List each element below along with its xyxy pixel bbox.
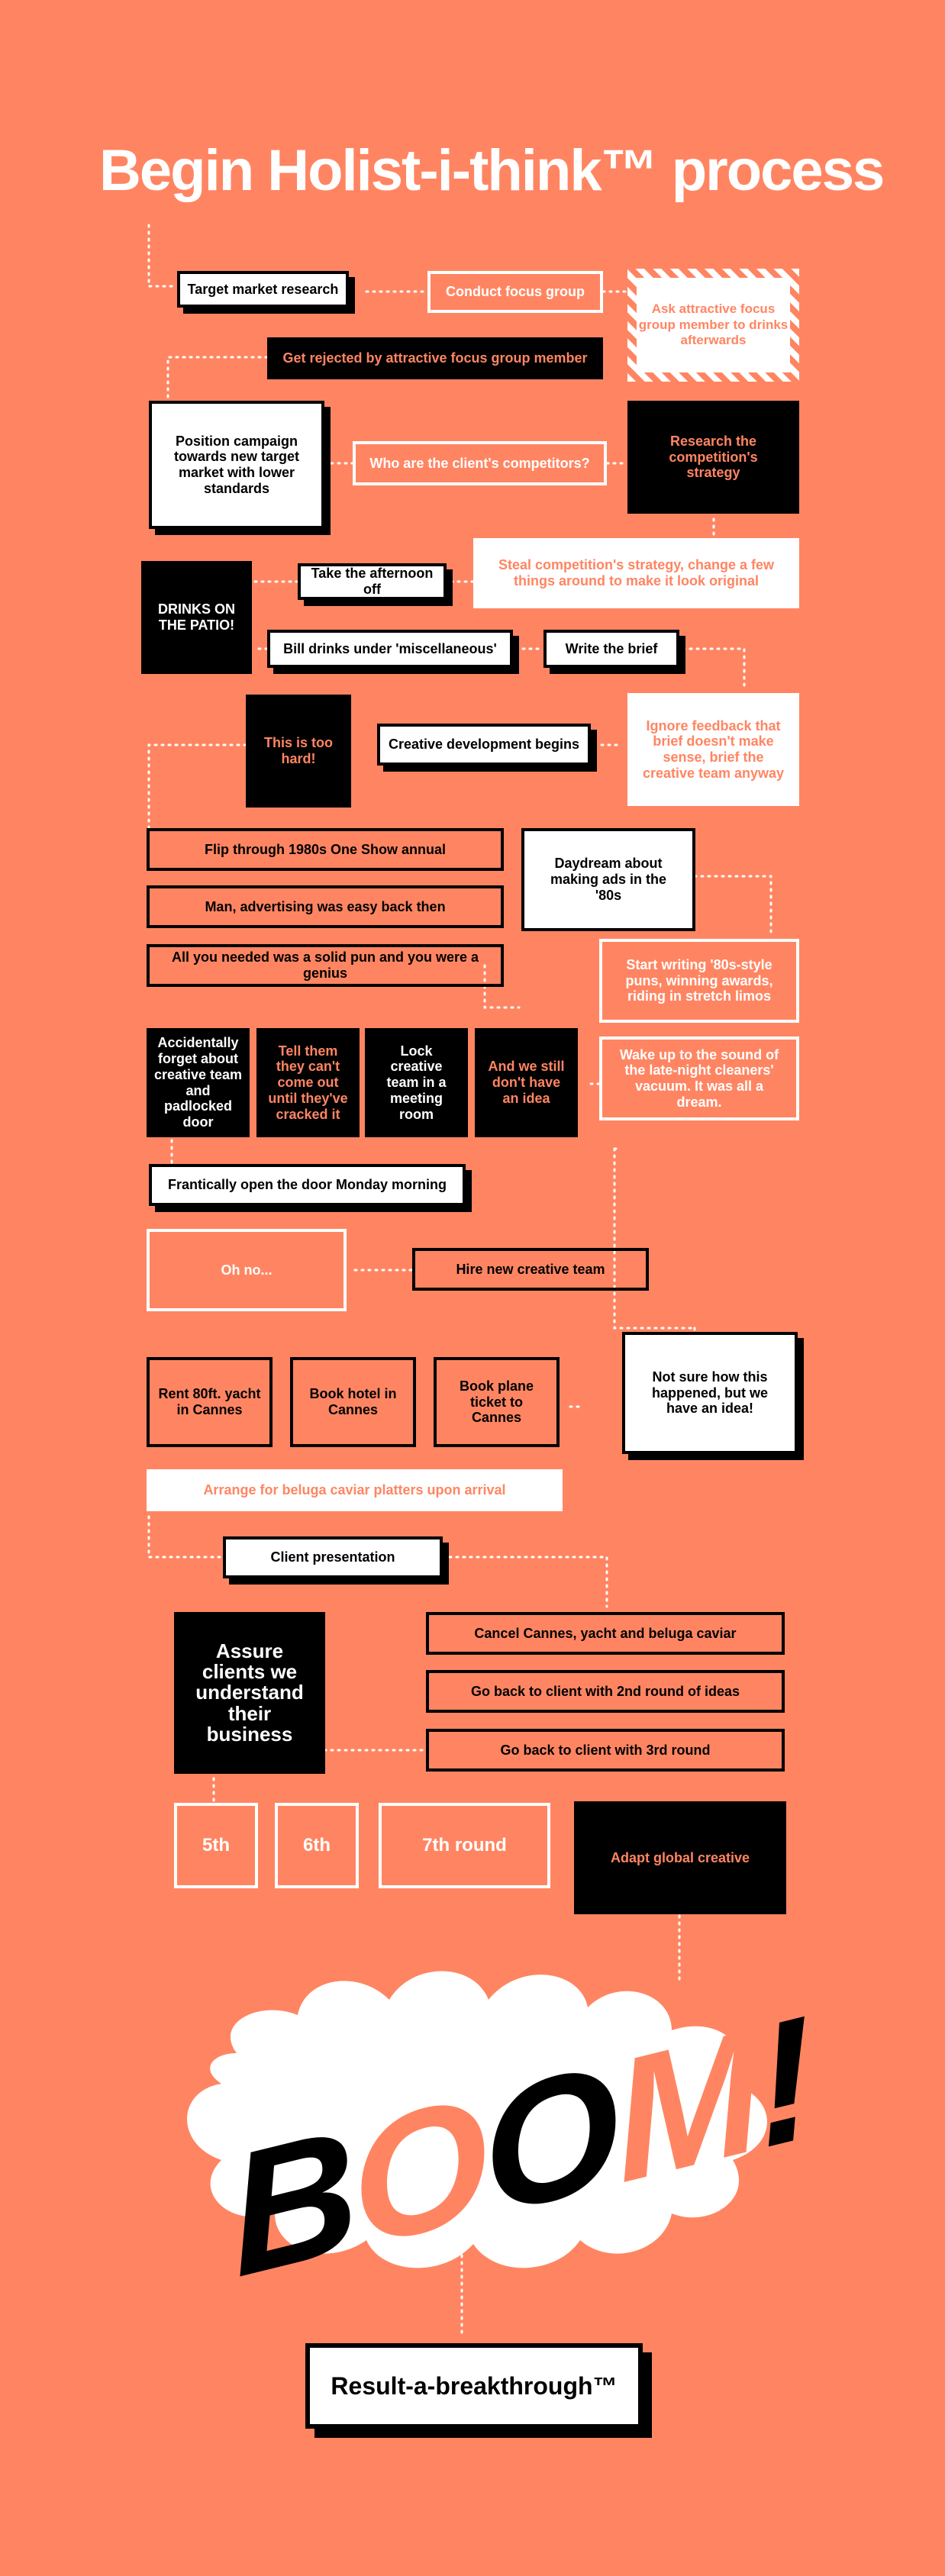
step-seventh[interactable]: 7th round <box>379 1803 550 1888</box>
step-not-sure[interactable]: Not sure how this happened, but we have … <box>622 1332 798 1454</box>
step-hire-new[interactable]: Hire new creative team <box>412 1248 649 1291</box>
step-fifth[interactable]: 5th <box>174 1803 258 1888</box>
step-flip-through[interactable]: Flip through 1980s One Show annual <box>147 828 504 871</box>
page-title: Begin Holist-i-think™ process <box>99 138 885 203</box>
step-beluga[interactable]: Arrange for beluga caviar platters upon … <box>147 1469 563 1511</box>
step-focus-group[interactable]: Conduct focus group <box>427 271 603 313</box>
step-adapt-global[interactable]: Adapt global creative <box>574 1801 786 1914</box>
step-write-brief[interactable]: Write the brief <box>543 630 679 668</box>
step-forget-padlock[interactable]: Accidentally forget about creative team … <box>147 1028 250 1137</box>
step-afternoon-off[interactable]: Take the afternoon off <box>298 563 447 600</box>
step-rent-yacht[interactable]: Rent 80ft. yacht in Cannes <box>147 1357 273 1447</box>
boom-letter-m: M <box>604 1992 766 2220</box>
step-position-campaign[interactable]: Position campaign towards new target mar… <box>149 401 324 529</box>
step-rejected[interactable]: Get rejected by attractive focus group m… <box>267 337 603 379</box>
step-sixth[interactable]: 6th <box>275 1803 359 1888</box>
step-wake-up[interactable]: Wake up to the sound of the late-night c… <box>599 1037 799 1120</box>
step-second-round[interactable]: Go back to client with 2nd round of idea… <box>426 1670 785 1713</box>
step-ask-attractive[interactable]: Ask attractive focus group member to dri… <box>637 278 790 372</box>
step-target-market[interactable]: Target market research <box>177 271 349 308</box>
step-assure-clients[interactable]: Assure clients we understand their busin… <box>174 1612 325 1774</box>
step-steal-strategy[interactable]: Steal competition's strategy, change a f… <box>473 538 799 608</box>
step-easy-back-then[interactable]: Man, advertising was easy back then <box>147 885 504 928</box>
step-ask-attractive-frame: Ask attractive focus group member to dri… <box>627 269 799 382</box>
step-bill-drinks[interactable]: Bill drinks under 'miscellaneous' <box>267 630 513 668</box>
step-still-dont[interactable]: And we still don't have an idea <box>475 1028 578 1137</box>
boom-letter-o1: O <box>341 2059 494 2284</box>
result-box[interactable]: Result-a-breakthrough™ <box>305 2343 643 2429</box>
step-too-hard[interactable]: This is too hard! <box>246 695 351 808</box>
step-client-presentation[interactable]: Client presentation <box>223 1536 443 1578</box>
step-third-round[interactable]: Go back to client with 3rd round <box>426 1729 785 1772</box>
step-book-hotel[interactable]: Book hotel in Cannes <box>290 1357 416 1447</box>
step-oh-no[interactable]: Oh no... <box>147 1229 347 1311</box>
step-competitors[interactable]: Who are the client's competitors? <box>353 441 607 485</box>
boom-letter-o2: O <box>472 2027 625 2252</box>
step-book-plane[interactable]: Book plane ticket to Cannes <box>434 1357 560 1447</box>
boom-letter-b: B <box>220 2091 363 2314</box>
step-daydream[interactable]: Daydream about making ads in the '80s <box>521 828 695 931</box>
step-lock-team[interactable]: Lock creative team in a meeting room <box>365 1028 468 1137</box>
step-solid-pun[interactable]: All you needed was a solid pun and you w… <box>147 944 504 987</box>
step-research-competition[interactable]: Research the competition's strategy <box>627 401 799 514</box>
step-open-door[interactable]: Frantically open the door Monday morning <box>149 1164 466 1206</box>
step-drinks-patio[interactable]: DRINKS ON THE PATIO! <box>141 561 252 674</box>
step-start-writing[interactable]: Start writing '80s-style puns, winning a… <box>599 939 799 1023</box>
boom-burst <box>187 1971 767 2268</box>
step-creative-dev[interactable]: Creative development begins <box>377 724 591 766</box>
step-cancel-cannes[interactable]: Cancel Cannes, yacht and beluga caviar <box>426 1612 785 1655</box>
step-tell-them[interactable]: Tell them they can't come out until they… <box>256 1028 360 1137</box>
step-ignore-feedback[interactable]: Ignore feedback that brief doesn't make … <box>627 693 799 806</box>
